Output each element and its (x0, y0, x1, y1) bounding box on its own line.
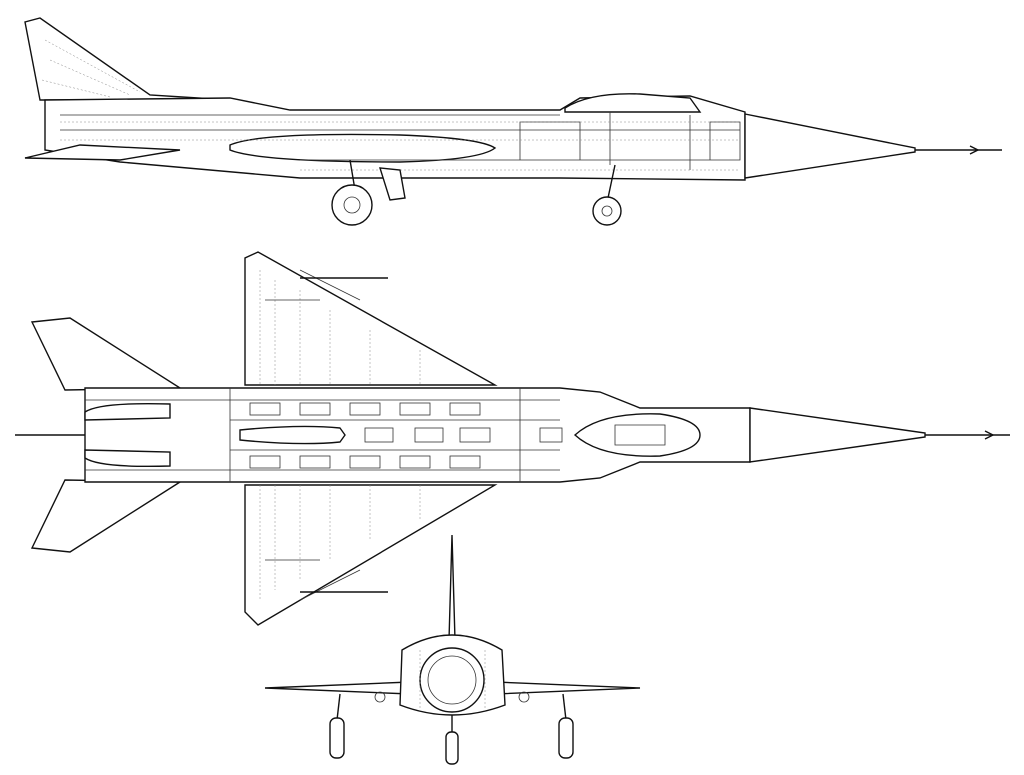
canopy (564, 93, 702, 113)
left-wing (244, 251, 498, 386)
right-horizontal-tail (30, 479, 183, 553)
nose-wheel (592, 196, 622, 226)
left-horizontal-tail (30, 317, 183, 391)
fuselage-front (419, 647, 485, 713)
nose-cone-top (749, 407, 926, 463)
canopy-top (573, 413, 701, 457)
right-wing (244, 484, 498, 626)
aircraft-front-view-icon (264, 534, 641, 765)
nose-cone (744, 113, 916, 179)
right-main-wheel (558, 717, 574, 759)
tail-fin (24, 17, 231, 101)
main-wheel (331, 184, 373, 226)
horizontal-tail (24, 144, 181, 161)
vertical-fin-front (448, 534, 456, 641)
aircraft-side-view-icon (24, 17, 1002, 226)
left-main-wheel (329, 717, 345, 759)
aircraft-top-view-icon (15, 251, 1010, 626)
wing-tank (229, 133, 497, 163)
nose-wheel-front (445, 731, 459, 765)
